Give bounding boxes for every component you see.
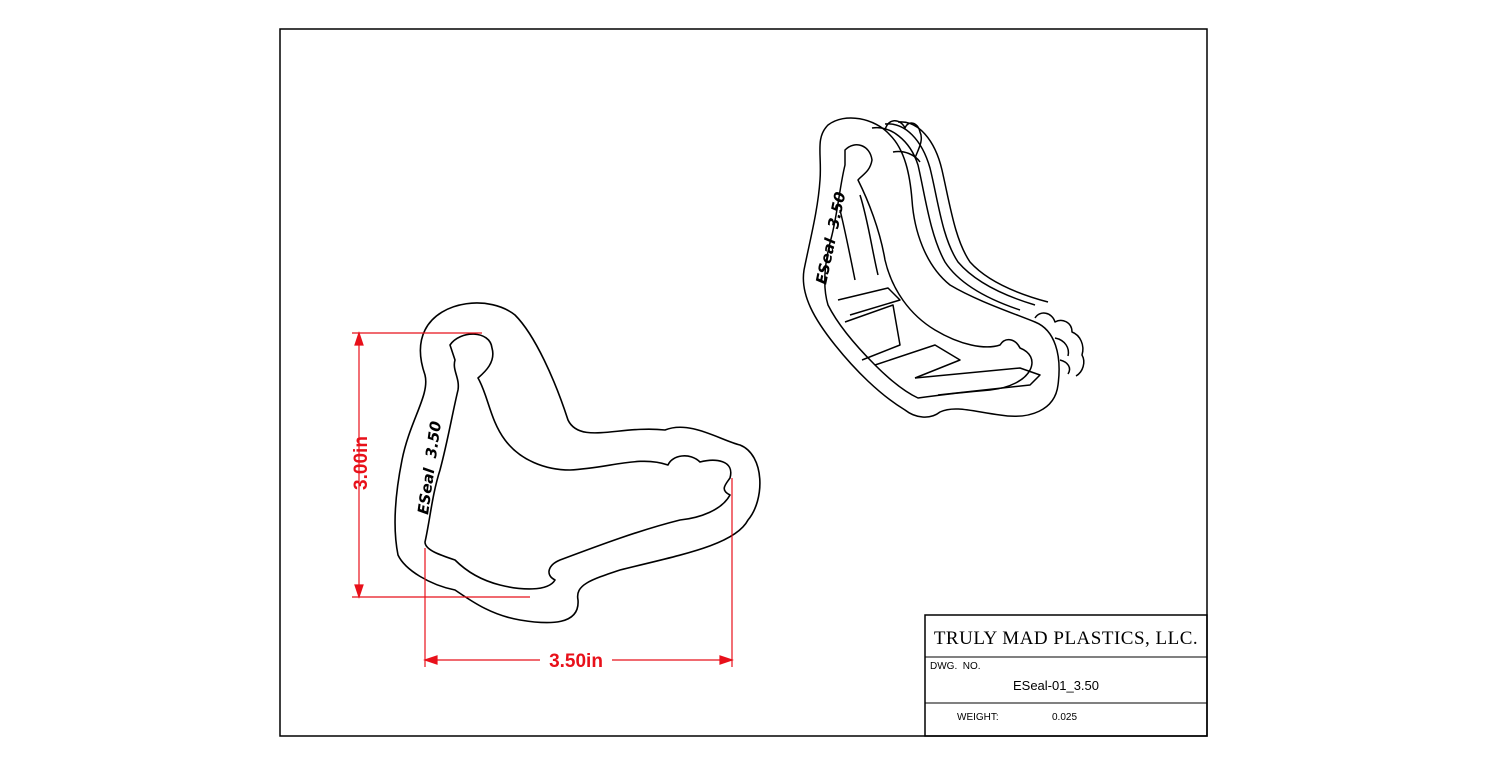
iso-wall-strip-1 [837, 287, 901, 316]
iso-inner-outline [824, 144, 1033, 399]
weight-value: 0.025 [1052, 712, 1077, 723]
dwg-no-label: DWG. NO. [930, 661, 981, 672]
iso-bumps-top [884, 120, 923, 163]
iso-wall-strip-4 [914, 367, 1041, 396]
company-name: TRULY MAD PLASTICS, LLC. [934, 628, 1198, 649]
title-block: TRULY MAD PLASTICS, LLC. DWG. NO. ESeal-… [924, 614, 1208, 737]
iso-depth-edge-2 [884, 123, 1036, 306]
outer-outline [394, 302, 761, 624]
iso-wall-strip-2 [844, 304, 901, 361]
dimension-height [352, 331, 530, 599]
iso-outer-outline [802, 117, 1060, 418]
front-view [394, 302, 761, 624]
engraving-iso: ESeal 3.50 [812, 190, 849, 286]
arrow-right [719, 655, 734, 665]
arrow-bottom [354, 584, 364, 599]
width-dimension-label: 3.50in [549, 651, 603, 672]
iso-depth-edge-1 [871, 126, 1021, 311]
iso-wall-strip-3 [874, 344, 961, 379]
height-dimension-label: 3.00in [351, 436, 372, 490]
iso-wall-strip-5 [839, 194, 879, 281]
arrow-left [423, 655, 438, 665]
weight-label: WEIGHT: [957, 712, 999, 723]
dwg-no-value: ESeal-01_3.50 [1013, 678, 1099, 693]
iso-depth-edge-3 [897, 121, 1049, 303]
inner-outline [424, 333, 732, 590]
iso-bumps-bottom [1034, 312, 1085, 377]
title-block-frame [924, 614, 1208, 737]
dimension-width [423, 478, 734, 667]
isometric-view [802, 117, 1085, 418]
arrow-top [354, 331, 364, 346]
sheet-border [279, 28, 1208, 737]
